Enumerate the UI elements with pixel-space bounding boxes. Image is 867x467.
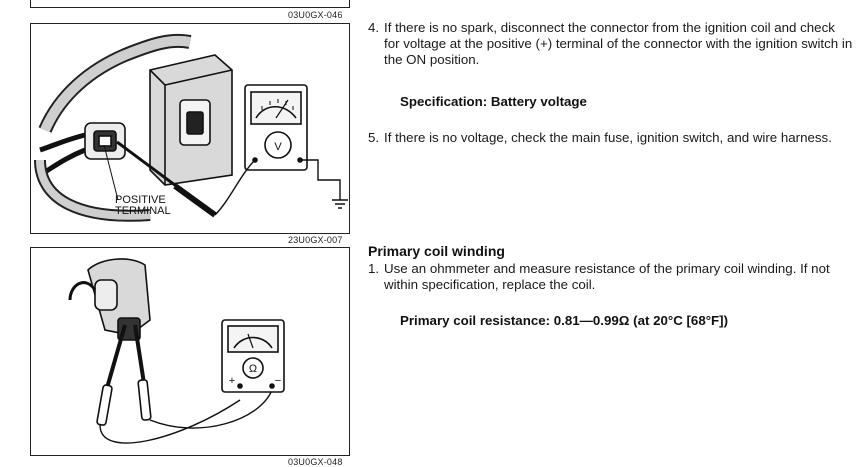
figure-caption-resistance: 03U0GX-048 [288,457,343,467]
ohmmeter-symbol: Ω [249,363,257,375]
step-5: 5. If there is no voltage, check the mai… [368,130,854,146]
voltmeter-illustration [214,84,348,216]
step-4-text: If there is no spark, disconnect the con… [384,20,853,67]
coil-resistance-illustration [68,258,273,444]
figure-top-partial [30,0,350,8]
ohmmeter-minus: − [275,375,281,387]
step-1-text: Use an ohmmeter and measure resistance o… [384,261,830,292]
spec-voltage: Specification: Battery voltage [400,94,587,109]
step-4: 4. If there is no spark, disconnect the … [368,20,854,68]
step-1: 1. Use an ohmmeter and measure resistanc… [368,261,854,293]
figure-caption-voltage: 23U0GX-007 [288,235,343,245]
figure-caption-top: 03U0GX-046 [288,10,343,20]
step-1-number: 1. [368,261,380,276]
ohmmeter-illustration [221,319,285,393]
section-heading-primary-coil: Primary coil winding [368,243,505,259]
ohmmeter-plus: + [229,375,235,387]
step-4-number: 4. [368,20,380,35]
positive-terminal-label-2: TERMINAL [115,205,171,217]
positive-terminal-label-1: POSITIVE [115,194,166,206]
step-5-number: 5. [368,130,380,145]
voltmeter-symbol: V [274,141,282,153]
spec-resistance: Primary coil resistance: 0.81—0.99Ω (at … [400,313,729,328]
ignition-coil-illustration [34,33,233,222]
step-5-text: If there is no voltage, check the main f… [384,130,832,145]
